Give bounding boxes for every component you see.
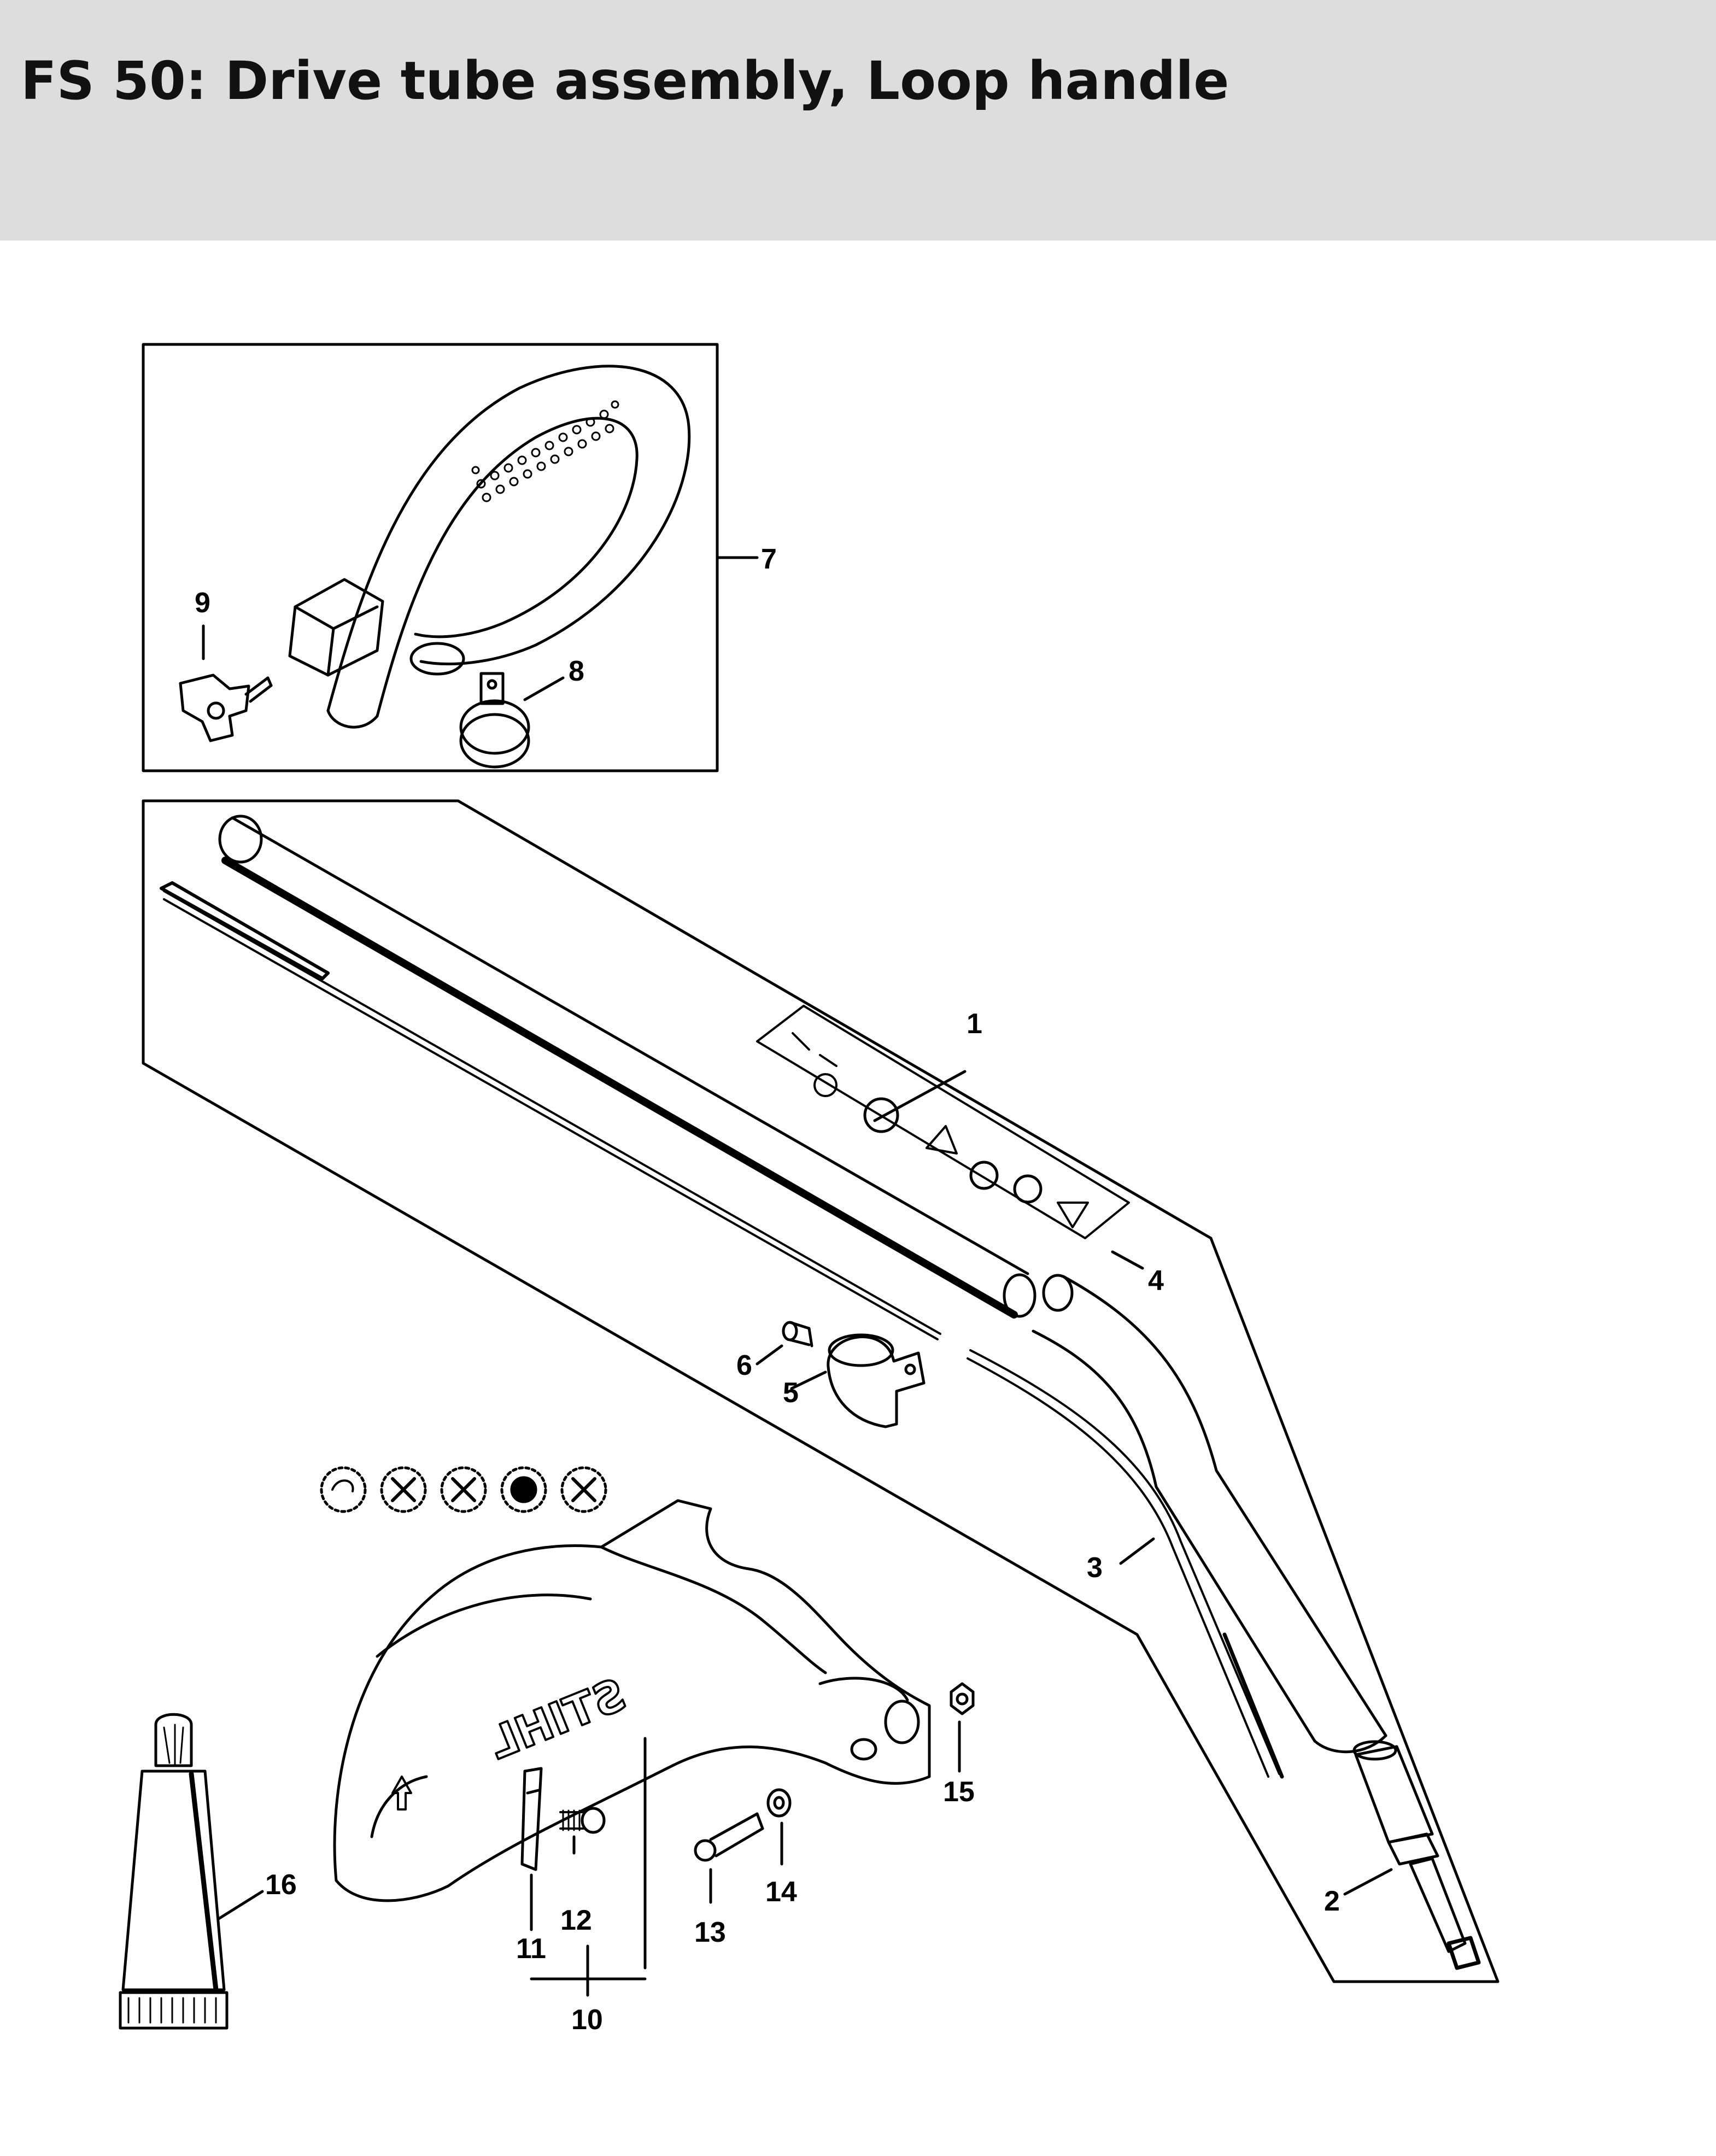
leader-2 (1343, 1868, 1393, 1896)
callout-6: 6 (736, 1350, 752, 1381)
callout-14: 14 (765, 1876, 797, 1908)
warning-label-4 (756, 1005, 1130, 1239)
loop-handle-inset (142, 343, 759, 772)
callout-10: 10 (571, 2004, 603, 2036)
leader-16 (217, 1890, 264, 1920)
grip-texture (471, 400, 619, 502)
callout-3: 3 (1087, 1552, 1103, 1584)
leader-4 (1111, 1250, 1144, 1270)
callout-11: 11 (516, 1933, 546, 1965)
leader-5 (790, 1370, 827, 1390)
bolt-13 (694, 1812, 764, 1862)
grease-tube-16 (119, 1713, 229, 2030)
symbol-row (320, 1466, 607, 1513)
page-title: FS 50: Drive tube assembly, Loop handle (21, 50, 1229, 112)
callout-16: 16 (265, 1869, 297, 1901)
deflector-guard: STIHL (333, 1499, 931, 1902)
star-knob-9 (179, 673, 273, 742)
drive-tube-1 (218, 815, 1387, 1754)
washer-14 (766, 1788, 792, 1818)
leader-8 (523, 676, 565, 701)
callout-4: 4 (1148, 1265, 1164, 1297)
screw-12 (559, 1807, 606, 1834)
clamp-8 (459, 672, 530, 769)
leader-1 (873, 1070, 967, 1122)
loop-handle (288, 365, 691, 729)
flex-shaft-3 (160, 881, 1284, 1779)
title-banner: FS 50: Drive tube assembly, Loop handle (0, 0, 1716, 241)
callout-9: 9 (195, 587, 210, 619)
guard-branding: STIHL (482, 1669, 633, 1770)
callout-15: 15 (943, 1776, 975, 1808)
bracket-10 (530, 1944, 647, 1997)
callout-8: 8 (569, 655, 584, 687)
callout-12: 12 (560, 1905, 592, 1936)
assembly-outline (142, 799, 1500, 1983)
line-limiter-blade-11 (520, 1767, 543, 1871)
gear-head-2 (1352, 1740, 1481, 1970)
loop-handle-box (142, 343, 719, 772)
nut-15 (950, 1682, 975, 1715)
callout-7: 7 (761, 543, 777, 575)
callout-5: 5 (783, 1377, 799, 1409)
callout-2: 2 (1324, 1885, 1340, 1917)
screw-6 (782, 1321, 813, 1348)
leader-6 (755, 1344, 783, 1366)
callout-1: 1 (967, 1008, 982, 1040)
parts-diagram: STIHL 1 2 (119, 343, 1500, 2036)
leader-3 (1119, 1537, 1155, 1565)
pipe-clamp-5 (827, 1333, 926, 1428)
callout-13: 13 (694, 1917, 726, 1948)
